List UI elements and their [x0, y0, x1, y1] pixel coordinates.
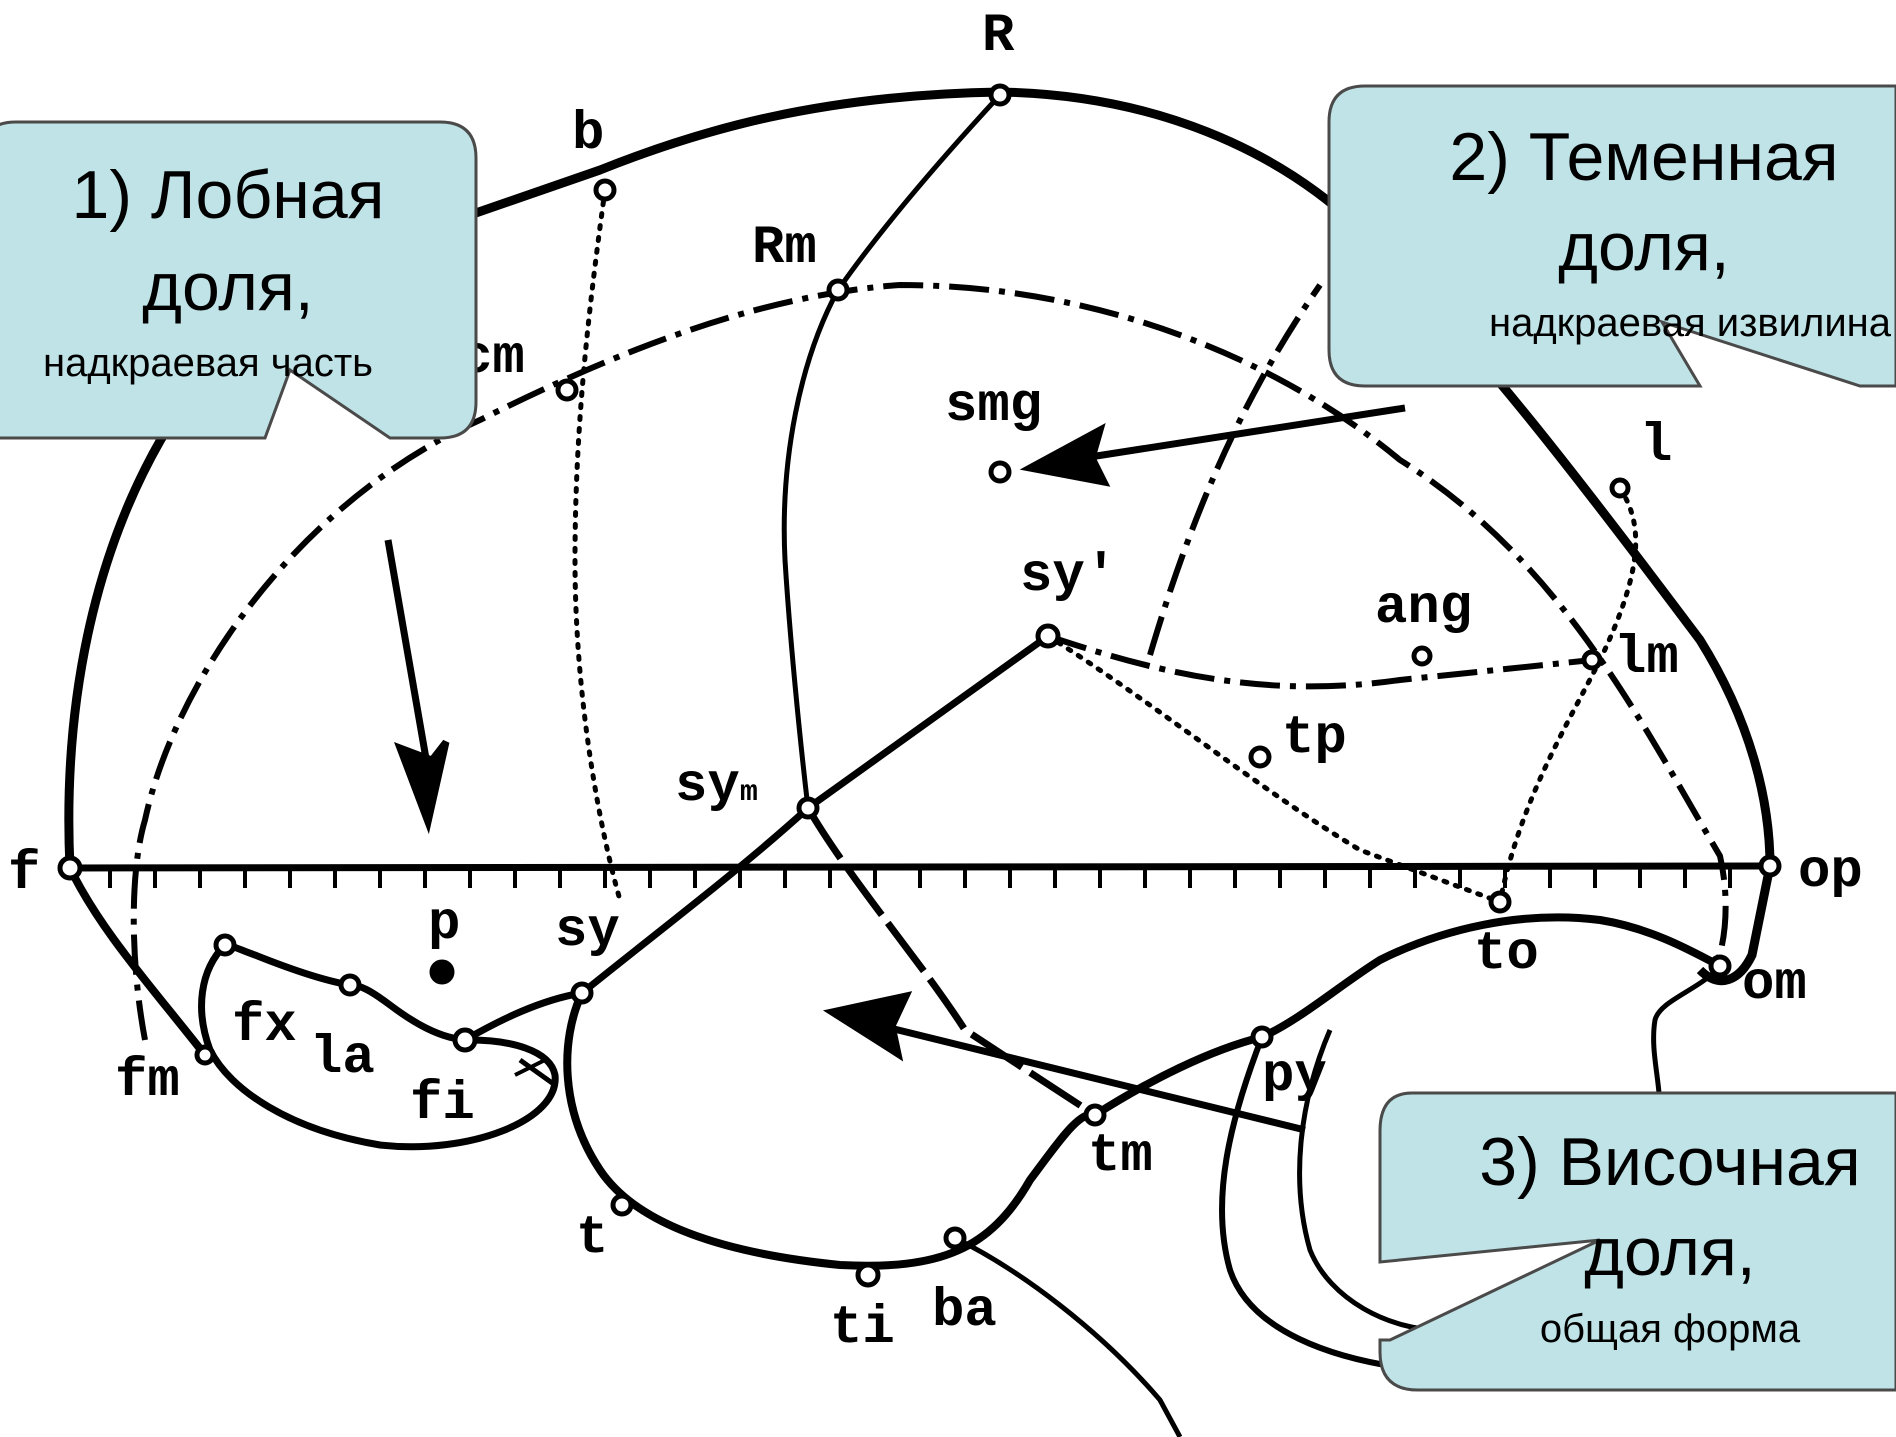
- baseline-ticks: [108, 868, 1732, 888]
- label-sy: sy: [555, 901, 620, 962]
- point-la: [338, 973, 362, 997]
- point-om: [1708, 954, 1732, 978]
- callout-parietal-bubble: [1327, 84, 1896, 388]
- label-to: to: [1474, 924, 1539, 985]
- label-sym-base: sy: [675, 756, 740, 817]
- fi-sy-line: [463, 989, 583, 1044]
- point-f: [57, 855, 83, 881]
- label-ti: ti: [830, 1298, 895, 1359]
- label-py: py: [1262, 1046, 1327, 1107]
- arrow-frontal-shaft: [384, 539, 432, 771]
- point-ang: [1411, 645, 1433, 667]
- label-fx: fx: [232, 996, 297, 1057]
- point-op: [1758, 854, 1782, 878]
- label-fm: fm: [115, 1051, 180, 1112]
- point-b: [593, 178, 617, 202]
- label-smg: smg: [945, 376, 1042, 437]
- sym-tm-line: [804, 806, 1097, 1118]
- callout-frontal-title-2: доля,: [142, 249, 313, 325]
- point-to: [1488, 890, 1512, 914]
- callout-frontal-subtitle: надкраевая часть: [43, 341, 373, 385]
- callout-temporal-title-1: 3) Височная: [1479, 1124, 1860, 1200]
- points: [57, 83, 1782, 1288]
- label-p: p: [428, 894, 460, 955]
- callout-parietal-title-2: доля,: [1558, 209, 1729, 285]
- frontal-lower-contour: [66, 866, 209, 1058]
- callout-frontal-title-1: 1) Лобная: [72, 157, 385, 233]
- arrow-parietal-head: [1019, 422, 1111, 487]
- occipital-lower-loop-inner: [1297, 1029, 1441, 1333]
- dotted-b-sy: [572, 187, 623, 903]
- central-sulcus: [781, 93, 1002, 809]
- label-sy-prime: sy′: [1020, 546, 1117, 607]
- parietal-inner-arc: [1147, 283, 1323, 656]
- callout-parietal-subtitle: надкраевая извилина: [1489, 301, 1892, 345]
- callout-temporal: 3) Височная доля, общая форма: [1378, 1091, 1896, 1392]
- label-tp: tp: [1282, 708, 1347, 769]
- point-cm: [555, 378, 579, 402]
- point-sym: [796, 796, 820, 820]
- label-fi: fi: [410, 1074, 475, 1135]
- label-sym: sym: [675, 756, 758, 817]
- label-ang: ang: [1375, 578, 1472, 639]
- callout-parietal-title-1: 2) Теменная: [1449, 119, 1838, 195]
- label-f: f: [8, 844, 40, 905]
- callout-temporal-title-2: доля,: [1584, 1214, 1755, 1290]
- sy-prime-lm-line: [1047, 633, 1593, 690]
- arrow-temporal-head: [822, 991, 913, 1062]
- label-l: l: [1640, 416, 1672, 477]
- point-ba: [943, 1226, 967, 1250]
- label-la: la: [310, 1028, 375, 1089]
- point-fi: [452, 1027, 478, 1053]
- point-fx-top: [213, 933, 237, 957]
- inner-boundary-line: [130, 281, 1729, 1041]
- label-lm: lm: [1614, 628, 1679, 689]
- arrow-parietal-shaft: [1089, 404, 1406, 461]
- sylvian-posterior: [805, 633, 1051, 811]
- sylvian-anterior: [579, 805, 811, 996]
- point-tm: [1083, 1103, 1107, 1127]
- dotted-sy-prime-to: [1045, 633, 1503, 905]
- dotted-l-lm-to: [1497, 485, 1639, 905]
- label-t: t: [576, 1208, 608, 1269]
- point-py: [1250, 1025, 1274, 1049]
- fi-hook-2: [514, 1058, 546, 1077]
- point-fm: [194, 1044, 216, 1066]
- point-p: [429, 959, 455, 985]
- callout-parietal: 2) Теменная доля, надкраевая извилина: [1327, 84, 1896, 388]
- callout-frontal-bubble: [0, 120, 478, 440]
- label-R: R: [982, 6, 1015, 67]
- label-op: op: [1798, 842, 1863, 903]
- point-t: [610, 1193, 634, 1217]
- ba-lower-line: [953, 1235, 1183, 1437]
- callout-frontal: 1) Лобная доля, надкраевая часть: [0, 120, 478, 440]
- point-ti: [855, 1262, 881, 1288]
- callout-temporal-subtitle: общая форма: [1540, 1307, 1801, 1351]
- label-b: b: [572, 104, 604, 165]
- baseline-f-op: [69, 862, 1771, 872]
- point-l: [1609, 477, 1631, 499]
- arrow-temporal-shaft: [889, 1024, 1306, 1134]
- point-R: [988, 83, 1012, 107]
- point-tp: [1248, 745, 1272, 769]
- callout-temporal-bubble: [1378, 1091, 1896, 1392]
- om-lower-line: [1651, 964, 1722, 1111]
- label-sym-sub: m: [740, 776, 758, 810]
- label-ba: ba: [932, 1281, 997, 1342]
- orbital-loop: [198, 941, 559, 1151]
- point-sy-prime: [1035, 623, 1061, 649]
- label-om: om: [1742, 954, 1807, 1015]
- label-tm: tm: [1088, 1126, 1153, 1187]
- point-sy: [570, 981, 594, 1005]
- point-smg: [988, 460, 1012, 484]
- label-Rm: Rm: [752, 218, 817, 279]
- arrows: [384, 404, 1406, 1134]
- arrow-frontal-head: [393, 739, 450, 835]
- point-labels: R b Rm cm smg l sy′ ang lm tp sym f op p…: [8, 6, 1863, 1359]
- point-Rm: [826, 278, 850, 302]
- point-lm: [1581, 649, 1603, 671]
- fi-hook: [518, 1057, 557, 1088]
